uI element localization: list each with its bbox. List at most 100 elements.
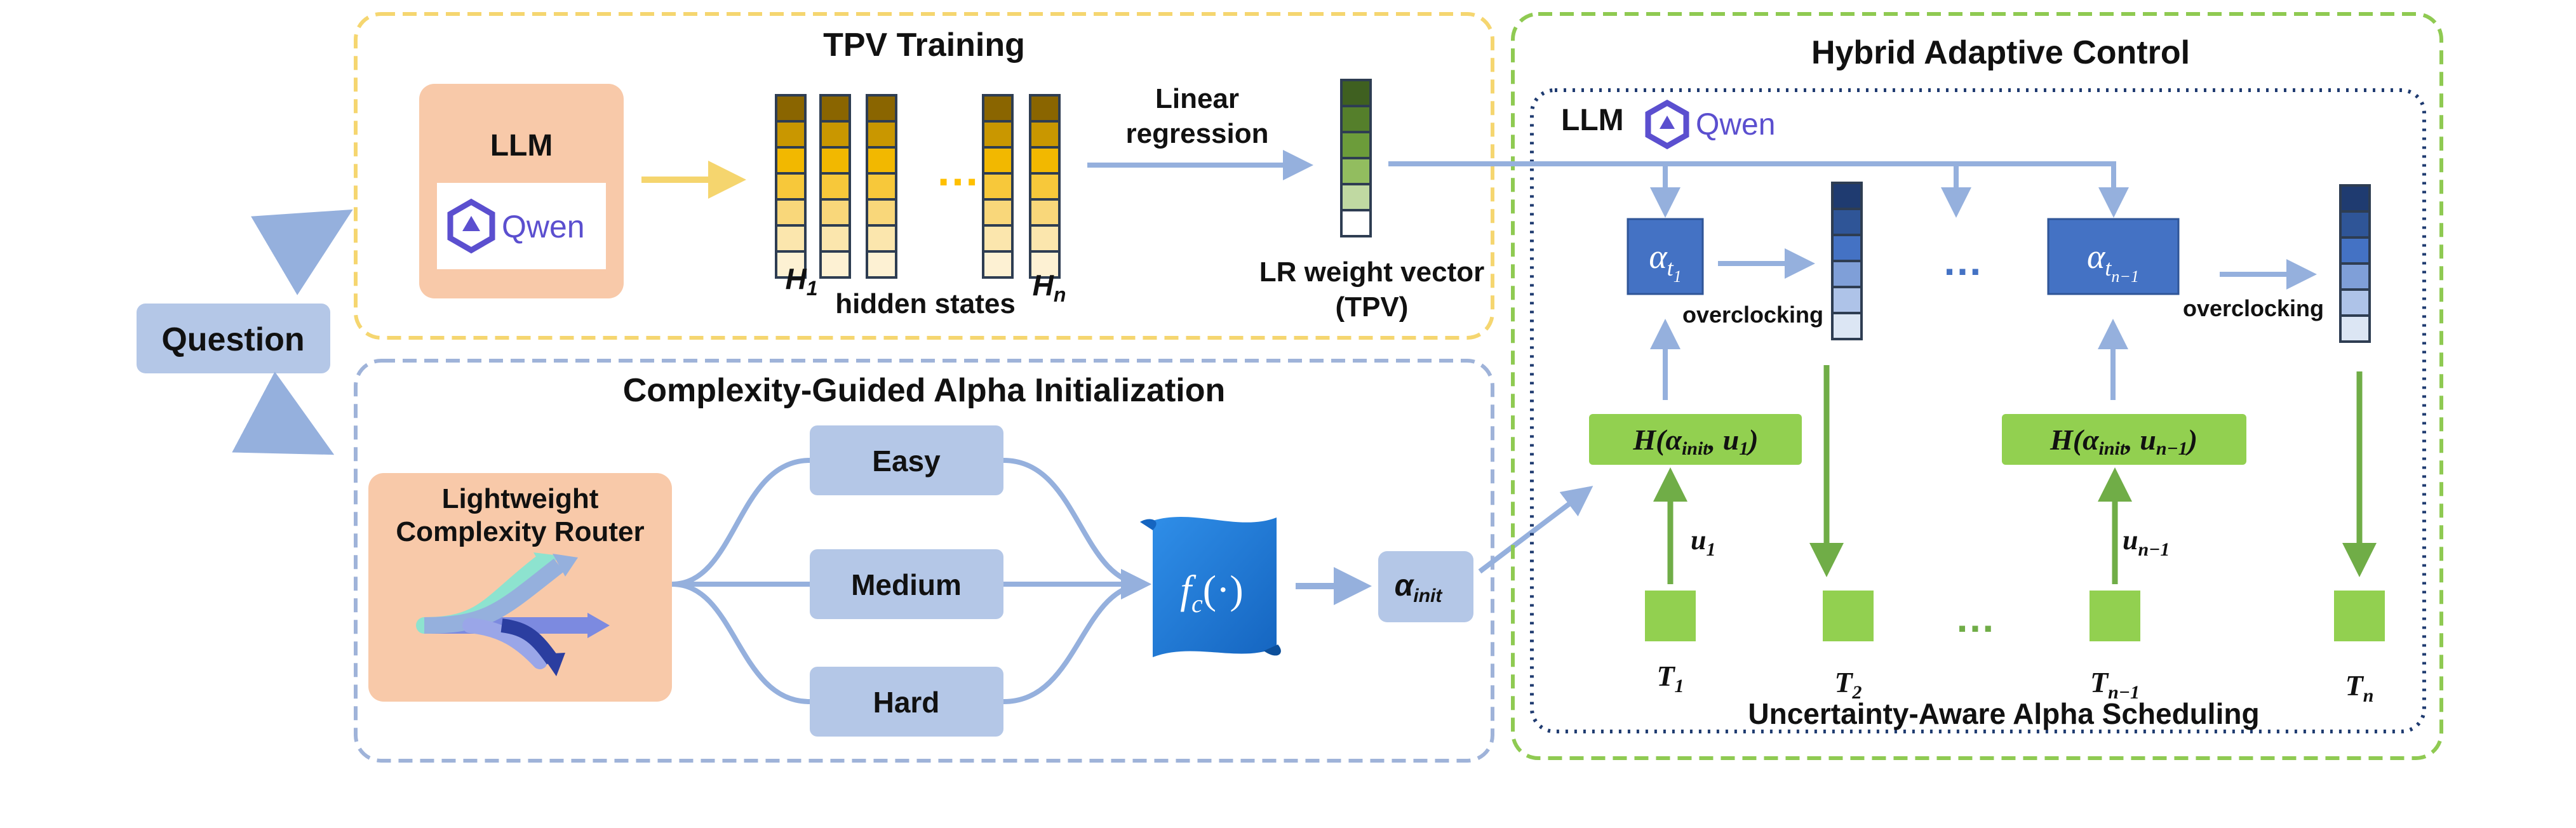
medium-label: Medium [851,568,962,601]
hidden-state-cell [775,94,807,123]
qwen-logo-icon [447,198,495,254]
lr-vector-cell [1340,209,1372,237]
overclock-vector-1 [1831,182,1863,340]
hidden-states-stack [775,94,1061,279]
overclock-vector-2 [2339,184,2371,343]
token-box-t1 [1645,591,1696,641]
question-label: Question [161,321,304,358]
lr-weight-vector [1340,79,1372,237]
hidden-state-cell [982,250,1014,279]
alpha-t1-label: αt1 [1649,237,1681,286]
question-to-tpv-arrow [251,209,353,295]
hybrid-llm-label: LLM [1561,104,1624,137]
blue-dots: … [1942,238,1983,284]
hidden-state-cell [819,172,851,201]
hidden-state-cell [775,172,807,201]
easy-label: Easy [872,444,941,477]
h-func-box-2: H(αinit, un−1) [2002,414,2246,465]
t2-label: T2 [1834,666,1862,703]
overclock-vector-2-cell [2339,262,2371,291]
overclock-vector-1-cell [1831,234,1863,262]
hidden-state-cell [819,198,851,227]
green-arrows [1653,365,2377,584]
hidden-state-cell [819,120,851,149]
hybrid-inner-dotted-box [1530,88,2426,733]
tpv-qwen-text: Qwen [502,209,585,244]
question-node: Question [137,304,330,373]
overclock-vector-1-cell [1831,208,1863,236]
overclock-vector-2-cell [2339,236,2371,265]
hard-label: Hard [873,686,940,719]
overclock-vector-1-cell [1831,260,1863,288]
tpv-llm-box: LLM Qwen [419,84,624,298]
overclocking-label-2: overclocking [2183,295,2324,321]
alpha-init-box: αinit [1378,551,1473,622]
hidden-state-cell [866,250,897,279]
hybrid-qwen-text: Qwen [1696,108,1775,142]
hybrid-title: Hybrid Adaptive Control [1811,34,2190,71]
lr-vector-cell [1340,131,1372,159]
green-dots: … [1955,595,1996,641]
hidden-state-cell [1029,172,1061,201]
linear-regression-line1: Linear [1155,83,1239,114]
hidden-state-cell [982,120,1014,149]
hidden-state-cell [866,224,897,253]
hidden-state-cell [819,250,851,279]
t1-label: T1 [1656,660,1684,697]
hidden-state-cell [866,198,897,227]
complexity-title: Complexity-Guided Alpha Initialization [623,372,1226,409]
token-box-tn [2334,591,2385,641]
lr-label-line2: (TPV) [1336,291,1409,323]
linear-regression-line2: regression [1126,118,1269,149]
router-label-line2: Complexity Router [396,516,644,547]
lr-vector-cell [1340,157,1372,185]
hidden-state-cell [1029,120,1061,149]
overclock-vector-2-cell [2339,288,2371,317]
token-box-tn1 [2090,591,2140,641]
hidden-state-cell [982,198,1014,227]
overclock-vector-1-cell [1831,286,1863,314]
hidden-state-cell [1029,146,1061,175]
hidden-state-cell [775,120,807,149]
hidden-state-cell [819,94,851,123]
h1-label: H1 [785,262,817,300]
hidden-state-cell [819,224,851,253]
hidden-state-cell [819,146,851,175]
overclock-vector-2-cell [2339,184,2371,213]
hidden-state-cell [775,224,807,253]
hidden-state-cell [775,146,807,175]
hidden-states-label: hidden states [835,288,1016,319]
hidden-state-cell [866,120,897,149]
hidden-state-cell [1029,94,1061,123]
fc-label: fc(·) [1180,567,1243,618]
hidden-state-cell [982,172,1014,201]
tn1-label: Tn−1 [2090,666,2140,703]
h-func-1-label: H(αinit, u1) [1632,424,1758,459]
hybrid-qwen-logo-icon [1645,99,1689,150]
tn-label: Tn [2345,669,2374,706]
lr-vector-cell [1340,79,1372,107]
alpha-init-to-hybrid-arrow [1478,486,1593,574]
scheduling-label: Uncertainty-Aware Alpha Scheduling [1748,697,2259,730]
lr-vector-cell [1340,183,1372,211]
alpha-tn1-box: αtn−1 [2047,218,2180,295]
router-label-line1: Lightweight [442,483,599,514]
tpv-feed-lines [1388,161,2129,218]
tpv-title: TPV Training [823,27,1025,63]
hidden-state-cell [866,172,897,201]
h-func-box-1: H(αinit, u1) [1589,414,1802,465]
hn-label: Hn [1033,269,1066,306]
router-arrows-icon [416,552,610,676]
un1-label: un−1 [2123,524,2170,560]
alpha-t1-box: αt1 [1627,218,1704,295]
hidden-state-cell [1029,250,1061,279]
hard-box: Hard [810,667,1003,737]
fc-scroll-icon: fc(·) [1140,516,1281,657]
u1-label: u1 [1691,524,1715,560]
lr-label-line1: LR weight vector [1259,257,1485,288]
token-box-t2 [1823,591,1874,641]
alpha-tn1-label: αtn−1 [2087,237,2139,286]
hidden-state-cell [982,146,1014,175]
hidden-state-cell [866,94,897,123]
